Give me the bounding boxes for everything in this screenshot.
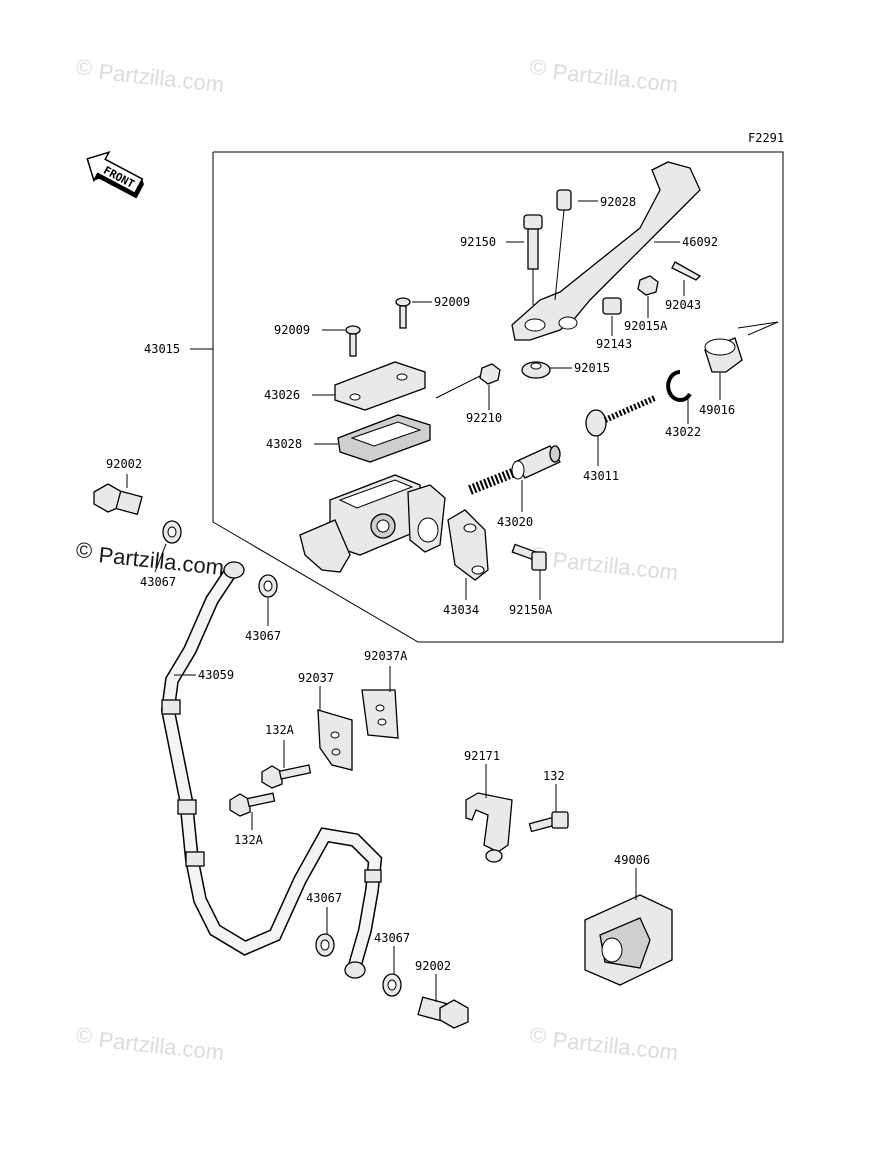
label-43067-upper-left: 43067 bbox=[140, 575, 176, 589]
label-132A-upper: 132A bbox=[265, 723, 295, 737]
part-46092-lever bbox=[511, 161, 701, 341]
label-92043: 92043 bbox=[665, 298, 701, 312]
label-43022: 43022 bbox=[665, 425, 701, 439]
label-43015: 43015 bbox=[144, 342, 180, 356]
assembly-43015-border bbox=[212, 151, 784, 643]
part-92015A-nut bbox=[637, 275, 659, 296]
part-132-bolt bbox=[528, 811, 569, 833]
label-92150: 92150 bbox=[460, 235, 496, 249]
label-43067-lower-left: 43067 bbox=[306, 891, 342, 905]
label-92009-left: 92009 bbox=[274, 323, 310, 337]
label-43020: 43020 bbox=[497, 515, 533, 529]
diagram-code: F2291 bbox=[748, 131, 784, 145]
label-92143: 92143 bbox=[596, 337, 632, 351]
part-43067-washer-upper-left bbox=[162, 520, 182, 544]
part-92150A-bolt bbox=[511, 543, 547, 571]
watermark-copyright-icon: © bbox=[530, 55, 546, 80]
watermarks: © Partzilla.com © Partzilla.com © Partzi… bbox=[76, 55, 679, 1065]
part-master-cylinder-body bbox=[299, 474, 446, 573]
label-92015: 92015 bbox=[574, 361, 610, 375]
part-43020-piston bbox=[468, 445, 561, 495]
front-arrow-icon: FRONT bbox=[86, 150, 144, 199]
part-43011-push-rod bbox=[585, 395, 657, 437]
part-132A-bolt-upper bbox=[261, 764, 312, 789]
part-43026-cap bbox=[334, 361, 426, 411]
label-49016: 49016 bbox=[699, 403, 735, 417]
label-43028: 43028 bbox=[266, 437, 302, 451]
label-92002-upper: 92002 bbox=[106, 457, 142, 471]
label-46092: 46092 bbox=[682, 235, 718, 249]
part-43067-washer-upper-right bbox=[258, 574, 278, 598]
label-92015A: 92015A bbox=[624, 319, 668, 333]
part-92009-screw-left bbox=[345, 325, 361, 357]
label-92150A: 92150A bbox=[509, 603, 553, 617]
label-92002-lower: 92002 bbox=[415, 959, 451, 973]
label-43026: 43026 bbox=[264, 388, 300, 402]
part-92143-collar bbox=[602, 297, 622, 315]
part-92002-banjo-bolt-lower bbox=[417, 996, 469, 1029]
part-92171-bracket bbox=[465, 792, 513, 863]
watermark-copyright-icon: © bbox=[530, 1023, 546, 1048]
label-92028: 92028 bbox=[600, 195, 636, 209]
part-92037-bracket bbox=[317, 709, 353, 771]
part-49016-boot bbox=[704, 337, 743, 373]
part-43059-brake-hose bbox=[160, 561, 383, 979]
watermark-text: Partzilla.com bbox=[97, 59, 225, 97]
part-43067-washer-lower-right bbox=[382, 973, 402, 997]
watermark-copyright-icon: © bbox=[76, 538, 92, 563]
watermark-text: Partzilla.com bbox=[97, 1027, 225, 1065]
label-132A-lower: 132A bbox=[234, 833, 264, 847]
label-49006: 49006 bbox=[614, 853, 650, 867]
part-132A-bolt-lower bbox=[229, 792, 276, 817]
label-92210: 92210 bbox=[466, 411, 502, 425]
part-92210-nut bbox=[479, 363, 501, 385]
part-43067-washer-lower-left bbox=[315, 933, 335, 957]
part-92015-nut bbox=[521, 361, 551, 379]
label-43034: 43034 bbox=[443, 603, 479, 617]
label-43011: 43011 bbox=[583, 469, 619, 483]
watermark-copyright-icon: © bbox=[76, 1023, 92, 1048]
label-43067-upper-right: 43067 bbox=[245, 629, 281, 643]
part-92002-banjo-bolt-upper bbox=[93, 483, 143, 516]
part-43022-snap-ring bbox=[666, 370, 692, 402]
part-92028-pivot bbox=[554, 189, 572, 301]
part-92150-bolt bbox=[523, 214, 543, 305]
label-92171: 92171 bbox=[464, 749, 500, 763]
part-92043-cotter-pin bbox=[671, 261, 702, 281]
leader-lines bbox=[126, 200, 721, 1002]
watermark-text: Partzilla.com bbox=[551, 59, 679, 97]
label-132: 132 bbox=[543, 769, 565, 783]
part-43034-clamp bbox=[447, 509, 489, 581]
part-49006-clamp bbox=[584, 894, 673, 986]
label-92037: 92037 bbox=[298, 671, 334, 685]
watermark-text: Partzilla.com bbox=[551, 547, 679, 585]
watermark-copyright-icon: © bbox=[76, 55, 92, 80]
part-92037A-bracket bbox=[361, 689, 399, 739]
label-92037A: 92037A bbox=[364, 649, 408, 663]
part-43028-diaphragm bbox=[337, 414, 431, 463]
label-92009-right: 92009 bbox=[434, 295, 470, 309]
watermark-text: Partzilla.com bbox=[551, 1027, 679, 1065]
label-43059: 43059 bbox=[198, 668, 234, 682]
part-92009-screw-right bbox=[395, 297, 411, 329]
label-43067-lower-right: 43067 bbox=[374, 931, 410, 945]
part-labels: 92028 92150 46092 92009 92009 92043 9201… bbox=[106, 195, 735, 973]
